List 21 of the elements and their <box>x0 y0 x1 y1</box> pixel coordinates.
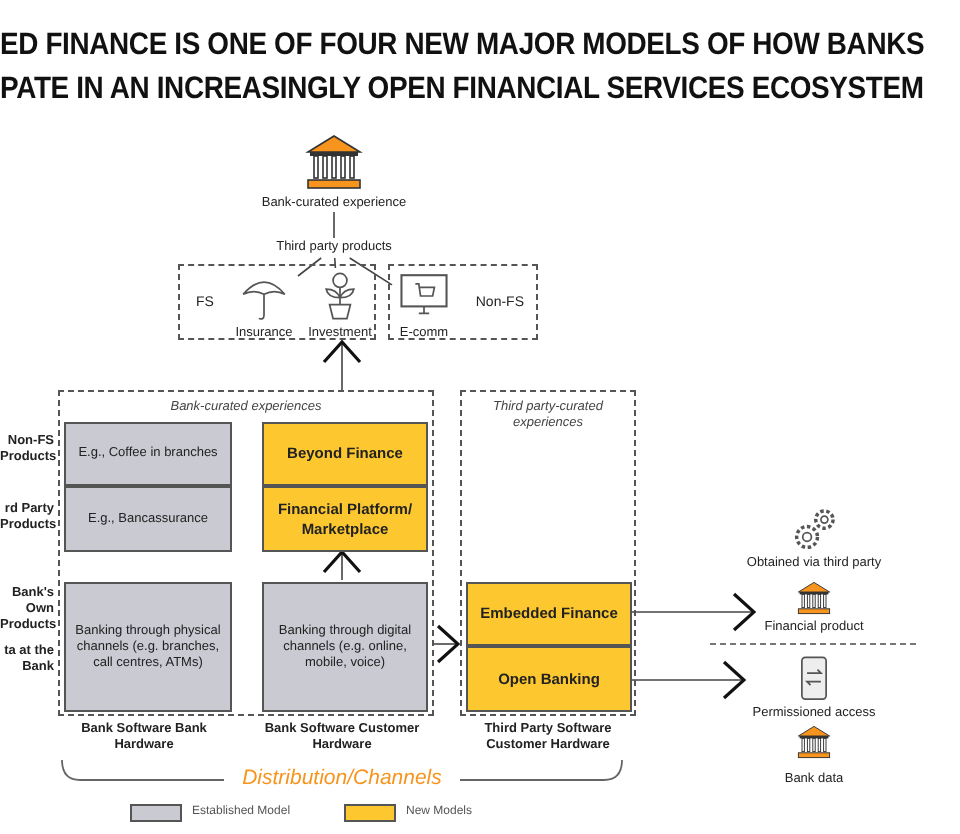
connector-line <box>348 257 393 286</box>
chevron-arrow <box>322 550 362 581</box>
chevron-arrow <box>322 340 362 391</box>
model-box <box>466 646 632 712</box>
model-box <box>64 422 232 486</box>
connector-line <box>297 257 322 277</box>
dashed-group-box <box>58 390 434 716</box>
dashed-group-box <box>178 264 376 340</box>
connector-line <box>333 211 335 239</box>
dashed-group-box <box>460 390 636 716</box>
model-box <box>262 582 428 712</box>
connector-line <box>333 257 337 269</box>
model-box <box>64 486 232 552</box>
model-box <box>466 582 632 646</box>
dashed-group-box <box>388 264 538 340</box>
heading: ED FINANCE IS ONE OF FOUR NEW MAJOR MODELS OF HOW BANKS PATE IN AN INCREASINGLY OPEN FINANCIAL SERVICES ECOSYSTEM <box>0 26 927 110</box>
model-box <box>262 486 428 552</box>
model-box <box>64 582 232 712</box>
chevron-arrow <box>629 660 746 700</box>
model-box <box>262 422 428 486</box>
chevron-arrow <box>433 624 460 664</box>
